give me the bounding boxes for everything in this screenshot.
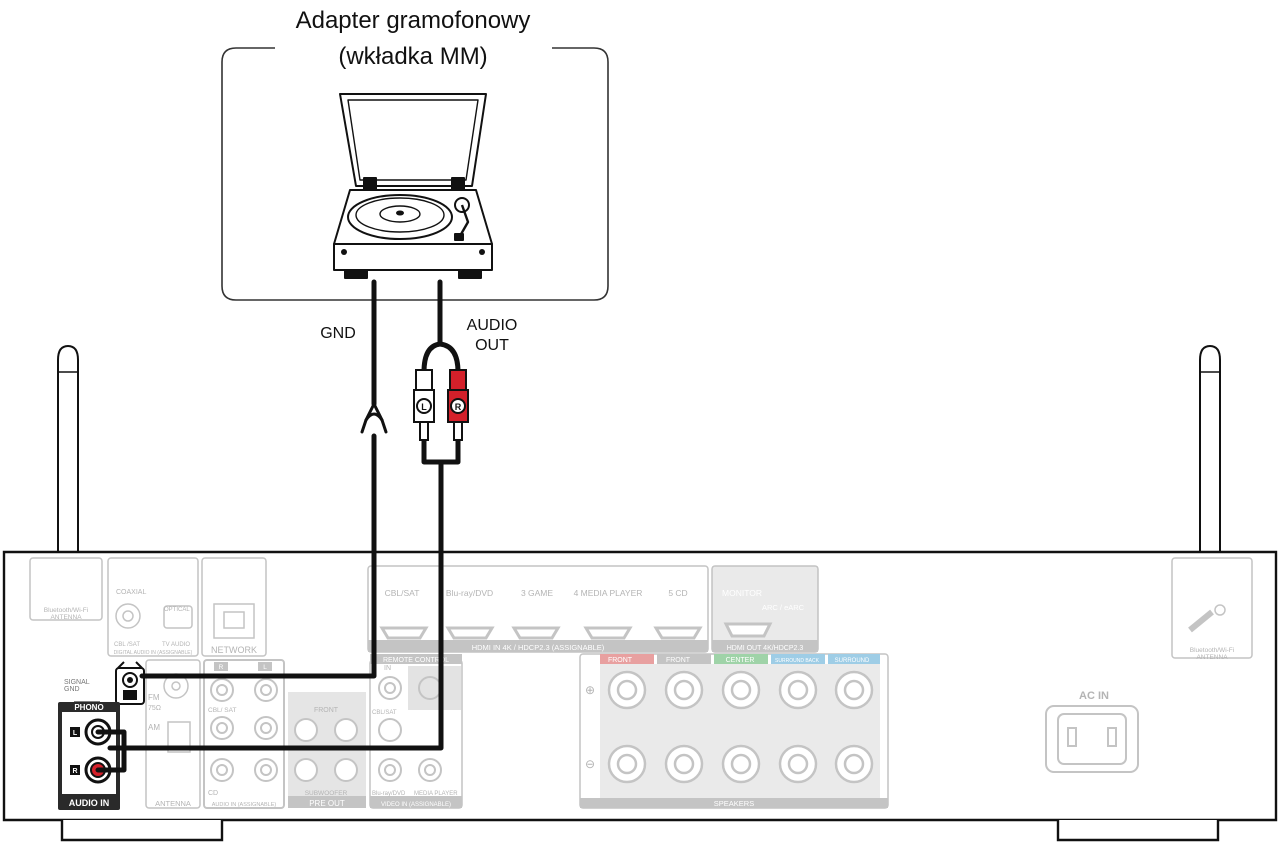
signal-gnd-label-2: GND xyxy=(64,686,80,693)
audio-out-label-2: OUT xyxy=(475,337,509,354)
bt-label-left-2: ANTENNA xyxy=(50,614,82,621)
network-port xyxy=(201,557,267,657)
arc-label: ARC / eARC xyxy=(762,603,805,612)
video-in-label: VIDEO IN (ASSIGNABLE) xyxy=(381,802,451,808)
bt-label-right-2: ANTENNA xyxy=(1196,654,1228,661)
device-title-line1: Adapter gramofonowy xyxy=(296,7,531,34)
spk-surround-back-label: SURROUND BACK xyxy=(775,658,820,664)
video-media-player-label: MEDIA PLAYER xyxy=(414,791,458,797)
video-cbl-sat-label: CBL/SAT xyxy=(372,710,397,716)
network-label: NETWORK xyxy=(211,645,257,655)
cd-analog-label: CD xyxy=(208,790,218,797)
svg-text:⊖: ⊖ xyxy=(585,757,595,771)
antenna-right xyxy=(1199,344,1221,556)
gnd-wire-to-receiver xyxy=(139,433,377,679)
receiver-panel: Bluetooth/Wi-Fi ANTENNA Bluetooth/Wi-Fi … xyxy=(2,344,1278,842)
audio-in-l-label: L xyxy=(263,664,267,671)
cbl-sat-analog-label: CBL/ SAT xyxy=(208,707,236,714)
audio-wire-phono xyxy=(107,459,444,751)
rca-plug-left xyxy=(413,369,435,441)
spk-front-r-label: FRONT xyxy=(608,657,633,664)
cables xyxy=(95,279,461,773)
audio-in-r-label: R xyxy=(219,664,224,671)
fm-ohm-label: 75Ω xyxy=(148,705,161,712)
plug-l-label: L xyxy=(421,402,427,412)
ac-in-block xyxy=(1045,705,1139,773)
signal-gnd-terminal: SIGNAL GND xyxy=(64,661,145,709)
optical-label: OPTICAL xyxy=(164,607,190,613)
hdmi-out-label: HDMI OUT 4K/HDCP2.3 xyxy=(727,645,804,652)
signal-gnd-label-1: SIGNAL xyxy=(64,679,90,686)
hdmi-in-2-label: 2 Blu-ray/DVD xyxy=(439,588,493,598)
digital-audio-in xyxy=(107,557,199,657)
bt-label-left: Bluetooth/Wi-Fi xyxy=(44,607,88,614)
spk-front-l-label: FRONT xyxy=(666,657,691,664)
foot-left xyxy=(60,820,224,842)
spk-surround-label: SURROUND xyxy=(835,658,870,664)
subwoofer-label: SUBWOOFER xyxy=(305,790,348,797)
coaxial-label: COAXIAL xyxy=(116,589,146,596)
audio-out-label-1: AUDIO xyxy=(467,317,518,334)
hdmi-in-5-label: 5 CD xyxy=(668,588,687,598)
plug-r-label: R xyxy=(455,402,462,412)
hdmi-in-1-label: CBL/SAT xyxy=(385,588,420,598)
antenna-label: ANTENNA xyxy=(155,799,191,808)
turntable-callout: Adapter gramofonowy (wkładka MM) xyxy=(221,7,609,301)
remote-control-label: REMOTE CONTROL xyxy=(383,657,449,664)
spk-center-label: CENTER xyxy=(726,657,755,664)
cbl-sat-digital-label: CBL /SAT xyxy=(114,642,140,648)
phono-label: PHONO xyxy=(74,703,103,712)
callout-frame xyxy=(221,47,609,301)
antenna-left xyxy=(57,344,79,556)
gnd-label: GND xyxy=(320,325,356,342)
ac-in-label: AC IN xyxy=(1079,690,1109,702)
phono-r-label: R xyxy=(72,768,77,775)
digital-audio-in-label: DIGITAL AUDIO IN (ASSIGNABLE) xyxy=(114,650,193,656)
tv-audio-label: TV AUDIO xyxy=(162,642,190,648)
hdmi-in-3-label: 3 GAME xyxy=(521,588,553,598)
rca-plug-right xyxy=(447,369,469,441)
turntable-icon xyxy=(333,93,493,279)
phono-l-label: L xyxy=(73,730,78,737)
bt-label-right: Bluetooth/Wi-Fi xyxy=(1190,647,1234,654)
svg-text:⊕: ⊕ xyxy=(585,683,595,697)
monitor-label: MONITOR xyxy=(722,588,762,598)
hdmi-in-4-label: 4 MEDIA PLAYER xyxy=(574,588,643,598)
front-preout-label: FRONT xyxy=(314,707,339,714)
speakers-label: SPEAKERS xyxy=(714,799,754,808)
speakers-block: ⊕ ⊖ xyxy=(579,653,889,809)
video-bluray-label: Blu-ray/DVD xyxy=(372,791,406,797)
remote-in-label: IN xyxy=(384,665,391,672)
foot-right xyxy=(1056,820,1220,842)
am-label: AM xyxy=(148,723,160,732)
device-title-line2: (wkładka MM) xyxy=(338,43,487,70)
analog-audio-in-block xyxy=(203,659,285,809)
fm-label: FM xyxy=(148,693,160,702)
hdmi-in-block xyxy=(367,565,709,653)
audio-in-label: AUDIO IN xyxy=(69,798,110,808)
hdmi-in-label: HDMI IN 4K / HDCP2.3 (ASSIGNABLE) xyxy=(472,643,605,652)
audio-in-assignable-label: AUDIO IN (ASSIGNABLE) xyxy=(212,802,277,808)
phono-input xyxy=(58,702,120,810)
pre-out-label: PRE OUT xyxy=(309,799,345,808)
remote-video-block xyxy=(369,654,463,809)
audio-wire-lr xyxy=(95,729,127,773)
hdmi-out-block xyxy=(711,565,819,653)
